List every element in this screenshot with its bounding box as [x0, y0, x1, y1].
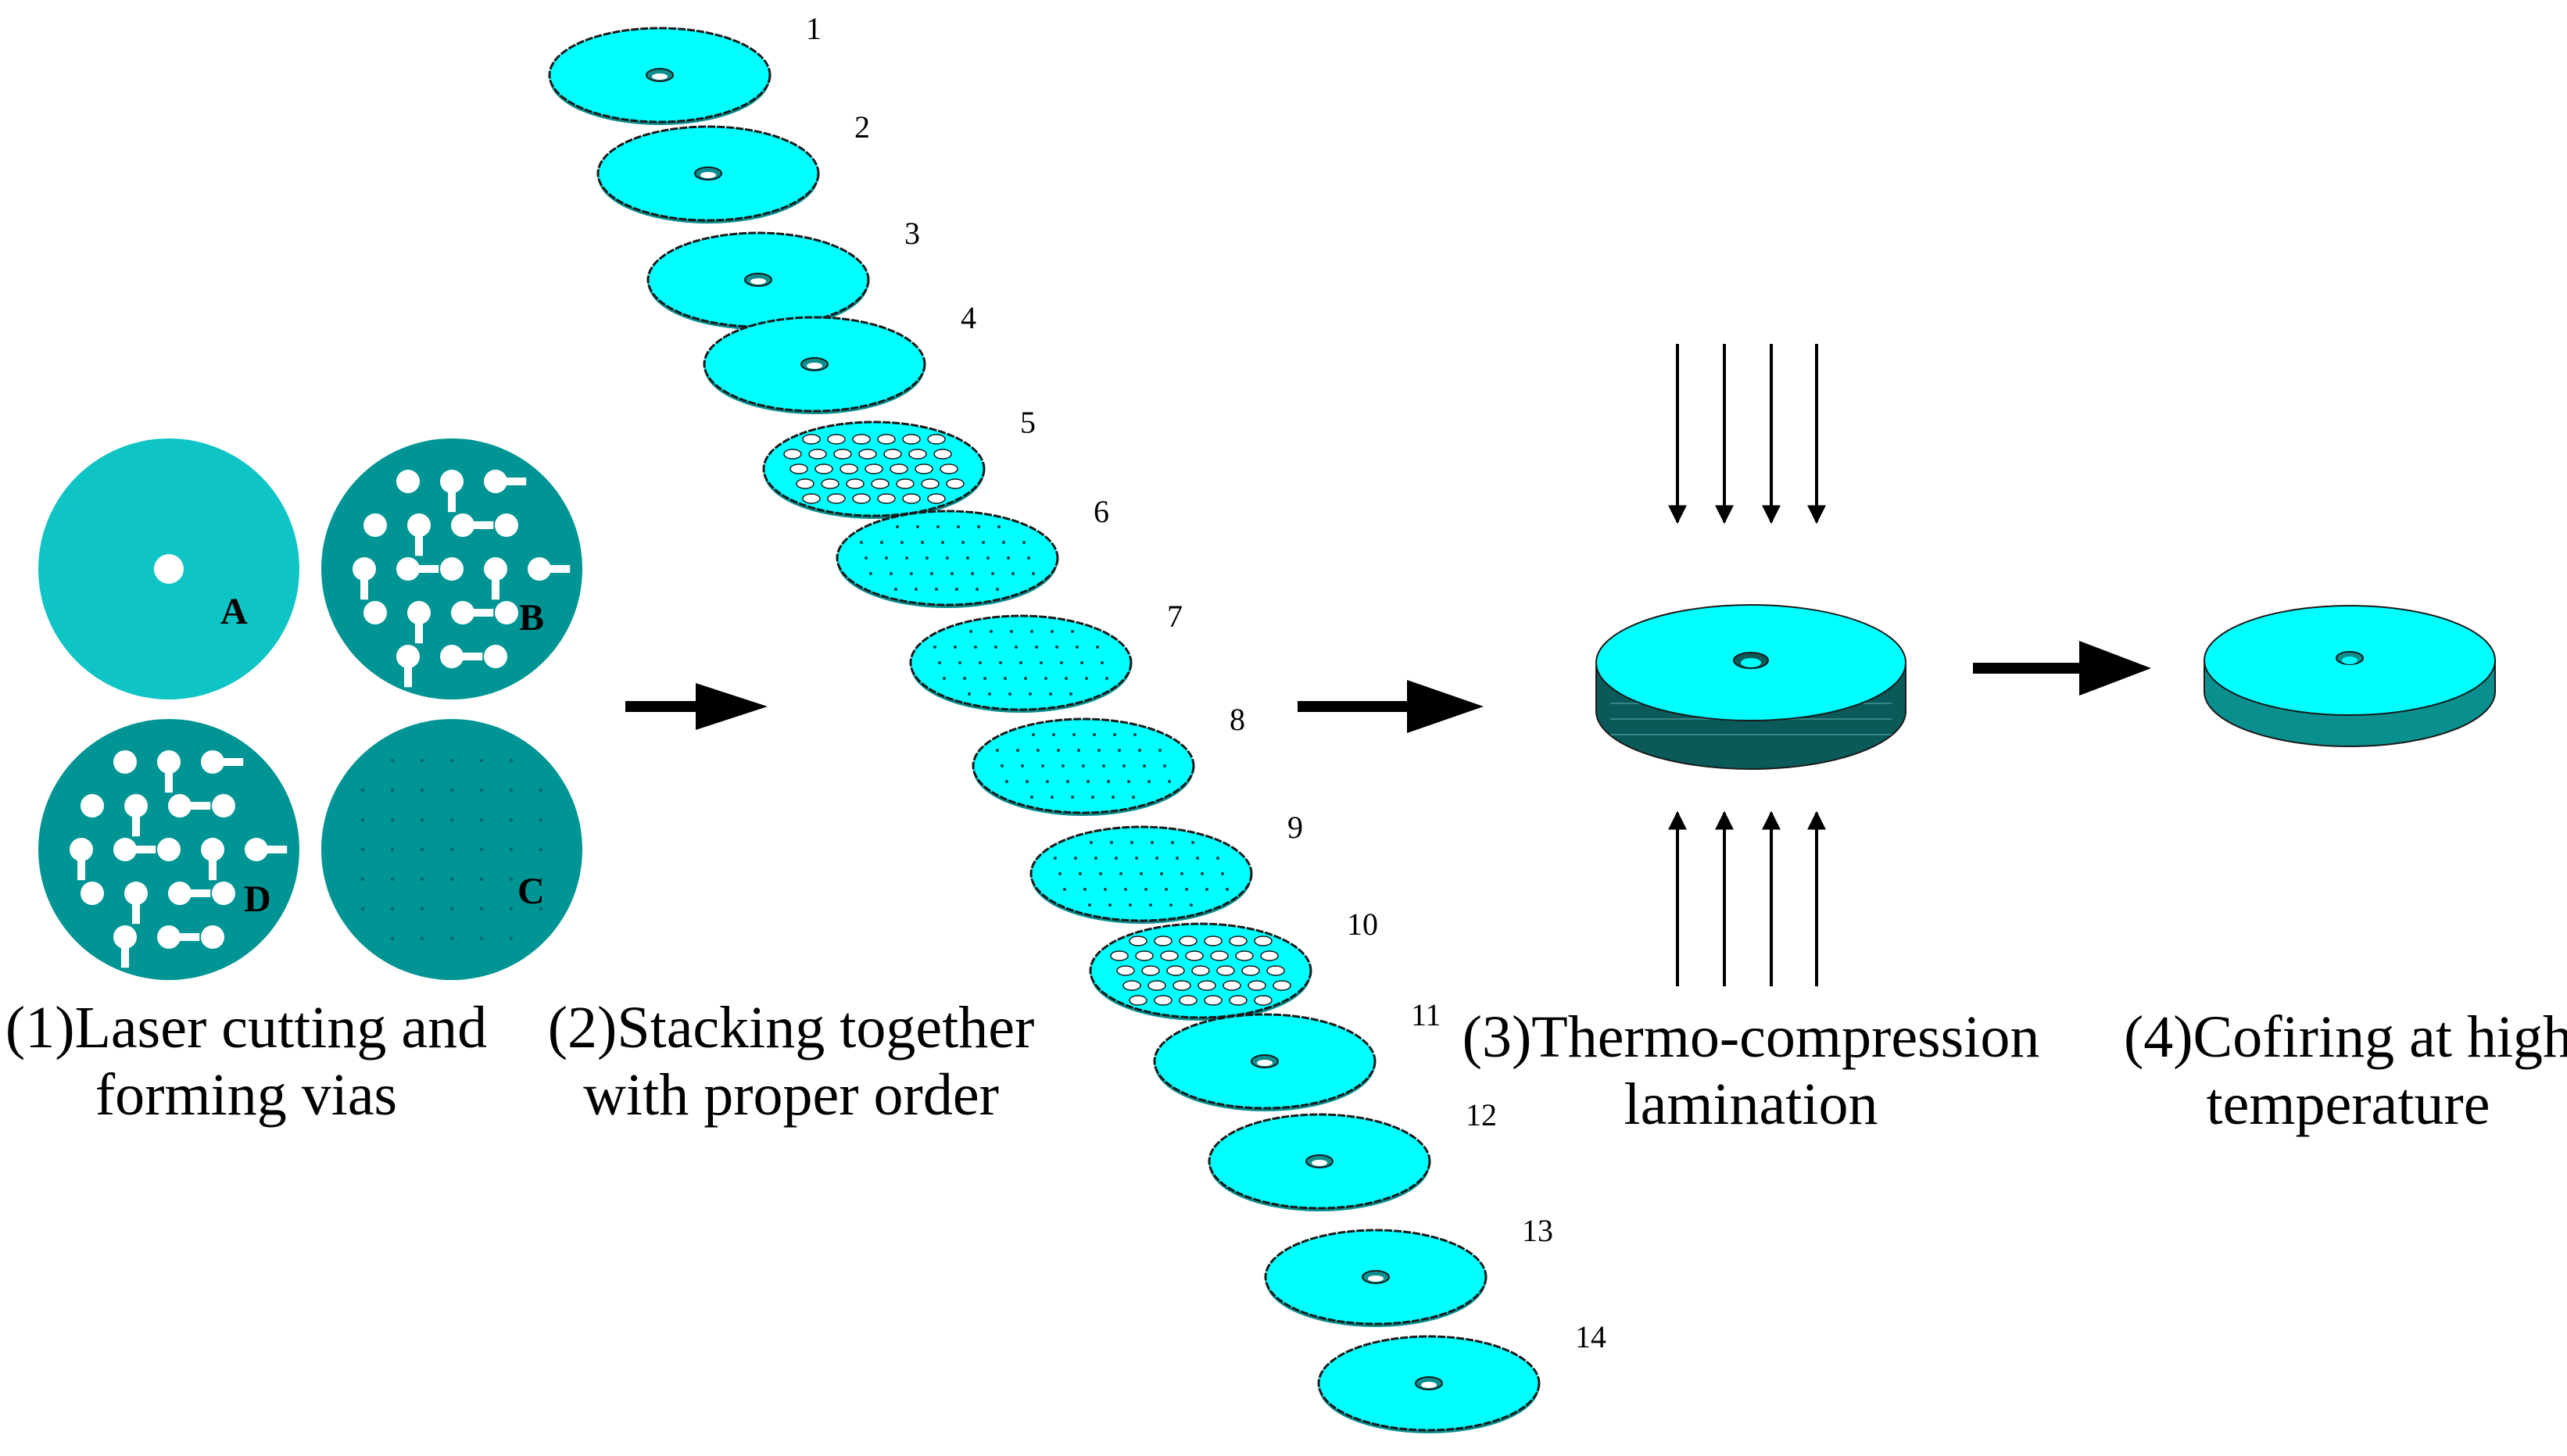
stack-layer: 7: [909, 599, 1183, 713]
stack-layer: 4: [703, 300, 976, 414]
process-arrow-icon: [1298, 680, 1484, 733]
panel-b: B: [321, 438, 582, 699]
stack-layer: 10: [1089, 907, 1378, 1021]
step1-panels: A B D C: [38, 438, 582, 980]
panel-a: A: [38, 438, 299, 699]
layer-number: 8: [1230, 702, 1245, 737]
panel-b-letter: B: [519, 597, 544, 639]
stack-layer: 11: [1153, 997, 1441, 1111]
layer-number: 1: [806, 11, 822, 46]
panel-c-letter: C: [517, 871, 545, 912]
cofired-part: [2204, 605, 2496, 747]
stack-layer: 8: [972, 702, 1245, 816]
stack-layer: 14: [1317, 1319, 1606, 1433]
laminated-block: [1595, 604, 1906, 770]
layer-number: 7: [1167, 599, 1183, 634]
stack-layer: 1: [548, 11, 822, 125]
stack-layer: 5: [762, 405, 1036, 519]
step1-caption-line2: forming vias: [95, 1062, 397, 1128]
stack-layer: 12: [1208, 1097, 1497, 1211]
layer-number: 12: [1466, 1097, 1497, 1132]
step4-caption-line2: temperature: [2207, 1071, 2490, 1137]
step2-caption-line1: (2)Stacking together: [548, 995, 1035, 1061]
layer-number: 3: [904, 216, 920, 251]
stack-layer: 9: [1029, 810, 1303, 924]
layer-number: 14: [1575, 1319, 1606, 1354]
step1-caption-line1: (1)Laser cutting and: [5, 995, 487, 1061]
process-arrow-icon: [625, 683, 768, 730]
step2-caption-line2: with proper order: [583, 1062, 999, 1128]
panel-c: C: [321, 719, 582, 980]
panel-d: D: [38, 719, 299, 980]
panel-b-channels: [353, 470, 571, 688]
process-arrow-icon: [1973, 641, 2151, 696]
pressure-arrow-down-icon: [1668, 344, 1826, 524]
stack-layer: 3: [646, 216, 920, 330]
stack-layer: 13: [1264, 1213, 1553, 1327]
layer-number: 2: [854, 109, 870, 145]
panel-a-letter: A: [220, 591, 248, 632]
layer-number: 11: [1411, 997, 1441, 1032]
layer-number: 9: [1287, 810, 1303, 845]
layer-number: 10: [1347, 907, 1378, 942]
stack-layer: 2: [596, 109, 870, 224]
panel-d-channels: [70, 750, 288, 968]
layer-number: 13: [1522, 1213, 1553, 1248]
stack-layer: 6: [836, 494, 1109, 608]
layer-number: 6: [1094, 494, 1109, 529]
panel-c-vias: [360, 758, 543, 941]
step3-caption-line1: (3)Thermo-compression: [1463, 1004, 2040, 1070]
panel-d-letter: D: [244, 878, 271, 920]
layer-number: 4: [961, 300, 976, 335]
step4-caption-line1: (4)Cofiring at high: [2124, 1004, 2567, 1070]
pressure-arrow-up-icon: [1668, 810, 1826, 986]
layer-number: 5: [1020, 405, 1036, 440]
step3-caption-line2: lamination: [1624, 1071, 1878, 1137]
